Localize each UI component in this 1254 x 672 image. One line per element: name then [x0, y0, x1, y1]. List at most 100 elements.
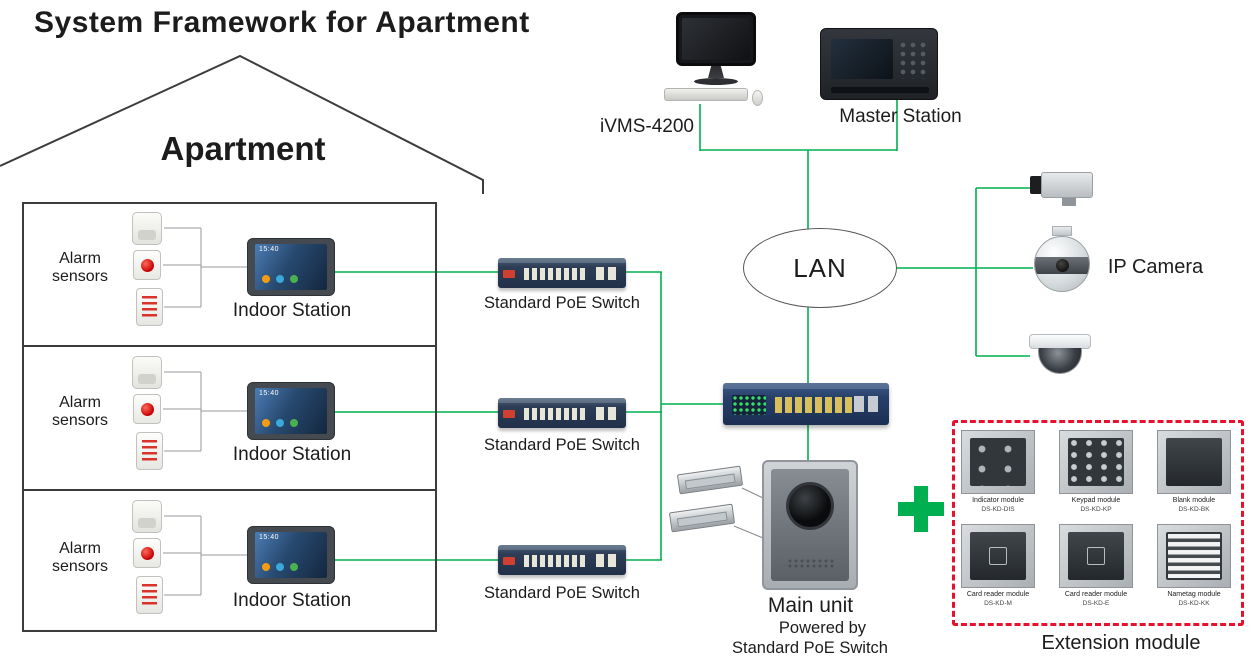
- module-name: Blank module: [1172, 497, 1216, 504]
- screen-app-icons: [262, 275, 298, 283]
- screen-time: 15:40: [259, 390, 280, 397]
- alarm-sensors-label: Alarm sensors: [51, 250, 109, 286]
- module-model: DS-KD-M: [984, 599, 1012, 607]
- camera-mount: [1052, 226, 1072, 236]
- poe-switch-device: [498, 258, 626, 288]
- main-unit-panel: [771, 469, 849, 581]
- switch-logo: [503, 557, 515, 565]
- indoor-station-device: 15:40: [247, 382, 335, 440]
- screen-time: 15:40: [259, 534, 280, 541]
- monitor-stand: [708, 66, 724, 78]
- powered-by-label: Powered by: [778, 619, 867, 637]
- switch-ports: [775, 397, 853, 413]
- roof-outline: [0, 54, 484, 194]
- main-unit-label: Main unit: [767, 594, 854, 617]
- master-keypad: [899, 41, 929, 79]
- indoor-station-screen: 15:40: [255, 388, 327, 434]
- lan-label: LAN: [793, 252, 847, 283]
- switch-uplink-ports: [596, 407, 618, 420]
- panic-button-icon: [133, 250, 161, 280]
- extension-module-nametag: Nametag module DS-KD-KK: [1156, 524, 1232, 607]
- poe-switch-device: [498, 545, 626, 575]
- main-unit-device: [762, 460, 858, 590]
- switch-logo: [503, 270, 515, 278]
- module-model: DS-KD-KP: [1080, 505, 1112, 513]
- keypad-module-icon: [1059, 430, 1133, 494]
- poe-switch-label: Standard PoE Switch: [484, 436, 640, 454]
- extension-module-keypad: Keypad module DS-KD-KP: [1058, 430, 1134, 513]
- lock-wires: [733, 487, 764, 539]
- camera-lens: [1030, 176, 1044, 194]
- motion-sensor-icon: [132, 500, 162, 533]
- ptz-camera-icon: [1033, 226, 1091, 304]
- poe-switch-device: [498, 398, 626, 428]
- powered-switch-label: Standard PoE Switch: [732, 639, 888, 657]
- nametag-module-icon: [1157, 524, 1231, 588]
- indoor-station-screen: 15:40: [255, 532, 327, 578]
- switch-uplink-ports: [596, 554, 618, 567]
- indoor-station-screen: 15:40: [255, 244, 327, 290]
- plus-icon: [898, 486, 944, 532]
- module-name: Nametag module: [1167, 591, 1221, 598]
- panic-button-icon: [133, 394, 161, 424]
- siren-icon: [136, 288, 163, 326]
- module-name: Card reader module: [966, 591, 1030, 598]
- row-divider: [22, 489, 437, 491]
- siren-icon: [136, 432, 163, 470]
- poe-switch-label: Standard PoE Switch: [484, 294, 640, 312]
- extension-module-indicator: Indicator module DS-KD-DIS: [960, 430, 1036, 513]
- module-name: Indicator module: [972, 497, 1024, 504]
- poe-switch-label: Standard PoE Switch: [484, 584, 640, 602]
- module-model: DS-KD-KK: [1178, 599, 1210, 607]
- extension-module-card-reader: Card reader module DS-KD-M: [960, 524, 1036, 607]
- main-poe-switch-device: [723, 383, 889, 425]
- computer-icon: [664, 12, 768, 112]
- alarm-sensors-label: Alarm sensors: [51, 540, 109, 576]
- camera-lens: [1038, 348, 1082, 374]
- master-base-bar: [831, 87, 929, 93]
- card-reader-module-icon: [961, 524, 1035, 588]
- ip-camera-label: IP Camera: [1107, 256, 1204, 278]
- camera-mount: [1062, 198, 1076, 206]
- master-screen: [831, 39, 893, 79]
- siren-icon: [136, 576, 163, 614]
- mouse-icon: [752, 90, 763, 106]
- main-unit-grille: [788, 559, 834, 569]
- module-model: DS-KD-E: [1082, 599, 1110, 607]
- page-title: System Framework for Apartment: [34, 6, 530, 39]
- row-divider: [22, 345, 437, 347]
- extension-module-box: [952, 420, 1244, 626]
- switch-ports: [524, 555, 588, 567]
- indoor-station-device: 15:40: [247, 238, 335, 296]
- extension-module-card-reader: Card reader module DS-KD-E: [1058, 524, 1134, 607]
- apartment-label: Apartment: [160, 130, 326, 167]
- master-station-label: Master Station: [839, 106, 962, 127]
- switch-ports: [524, 268, 588, 280]
- switch-uplink-ports: [596, 267, 618, 280]
- lan-ellipse: LAN: [743, 228, 897, 308]
- card-reader-module-icon: [1059, 524, 1133, 588]
- main-unit-camera: [786, 482, 834, 530]
- camera-body: [1034, 236, 1090, 292]
- module-name: Card reader module: [1064, 591, 1128, 598]
- monitor-icon: [676, 12, 756, 66]
- apartment-box: [22, 202, 437, 632]
- indoor-station-label: Indoor Station: [232, 444, 352, 465]
- indoor-station-label: Indoor Station: [232, 300, 352, 321]
- indoor-station-label: Indoor Station: [232, 590, 352, 611]
- switch-uplink-ports: [854, 396, 880, 412]
- magnetic-lock-icon: [676, 465, 744, 495]
- camera-lens: [1035, 257, 1089, 274]
- indoor-station-device: 15:40: [247, 526, 335, 584]
- box-camera-icon: [1030, 170, 1094, 208]
- screen-time: 15:40: [259, 246, 280, 253]
- dome-camera-icon: [1029, 334, 1091, 380]
- panic-button-icon: [133, 538, 161, 568]
- motion-sensor-icon: [132, 356, 162, 389]
- master-station-device: [820, 28, 938, 100]
- extension-module-blank: Blank module DS-KD-BK: [1156, 430, 1232, 513]
- keyboard-icon: [664, 88, 748, 101]
- screen-app-icons: [262, 563, 298, 571]
- indicator-module-icon: [961, 430, 1035, 494]
- module-model: DS-KD-DIS: [981, 505, 1015, 513]
